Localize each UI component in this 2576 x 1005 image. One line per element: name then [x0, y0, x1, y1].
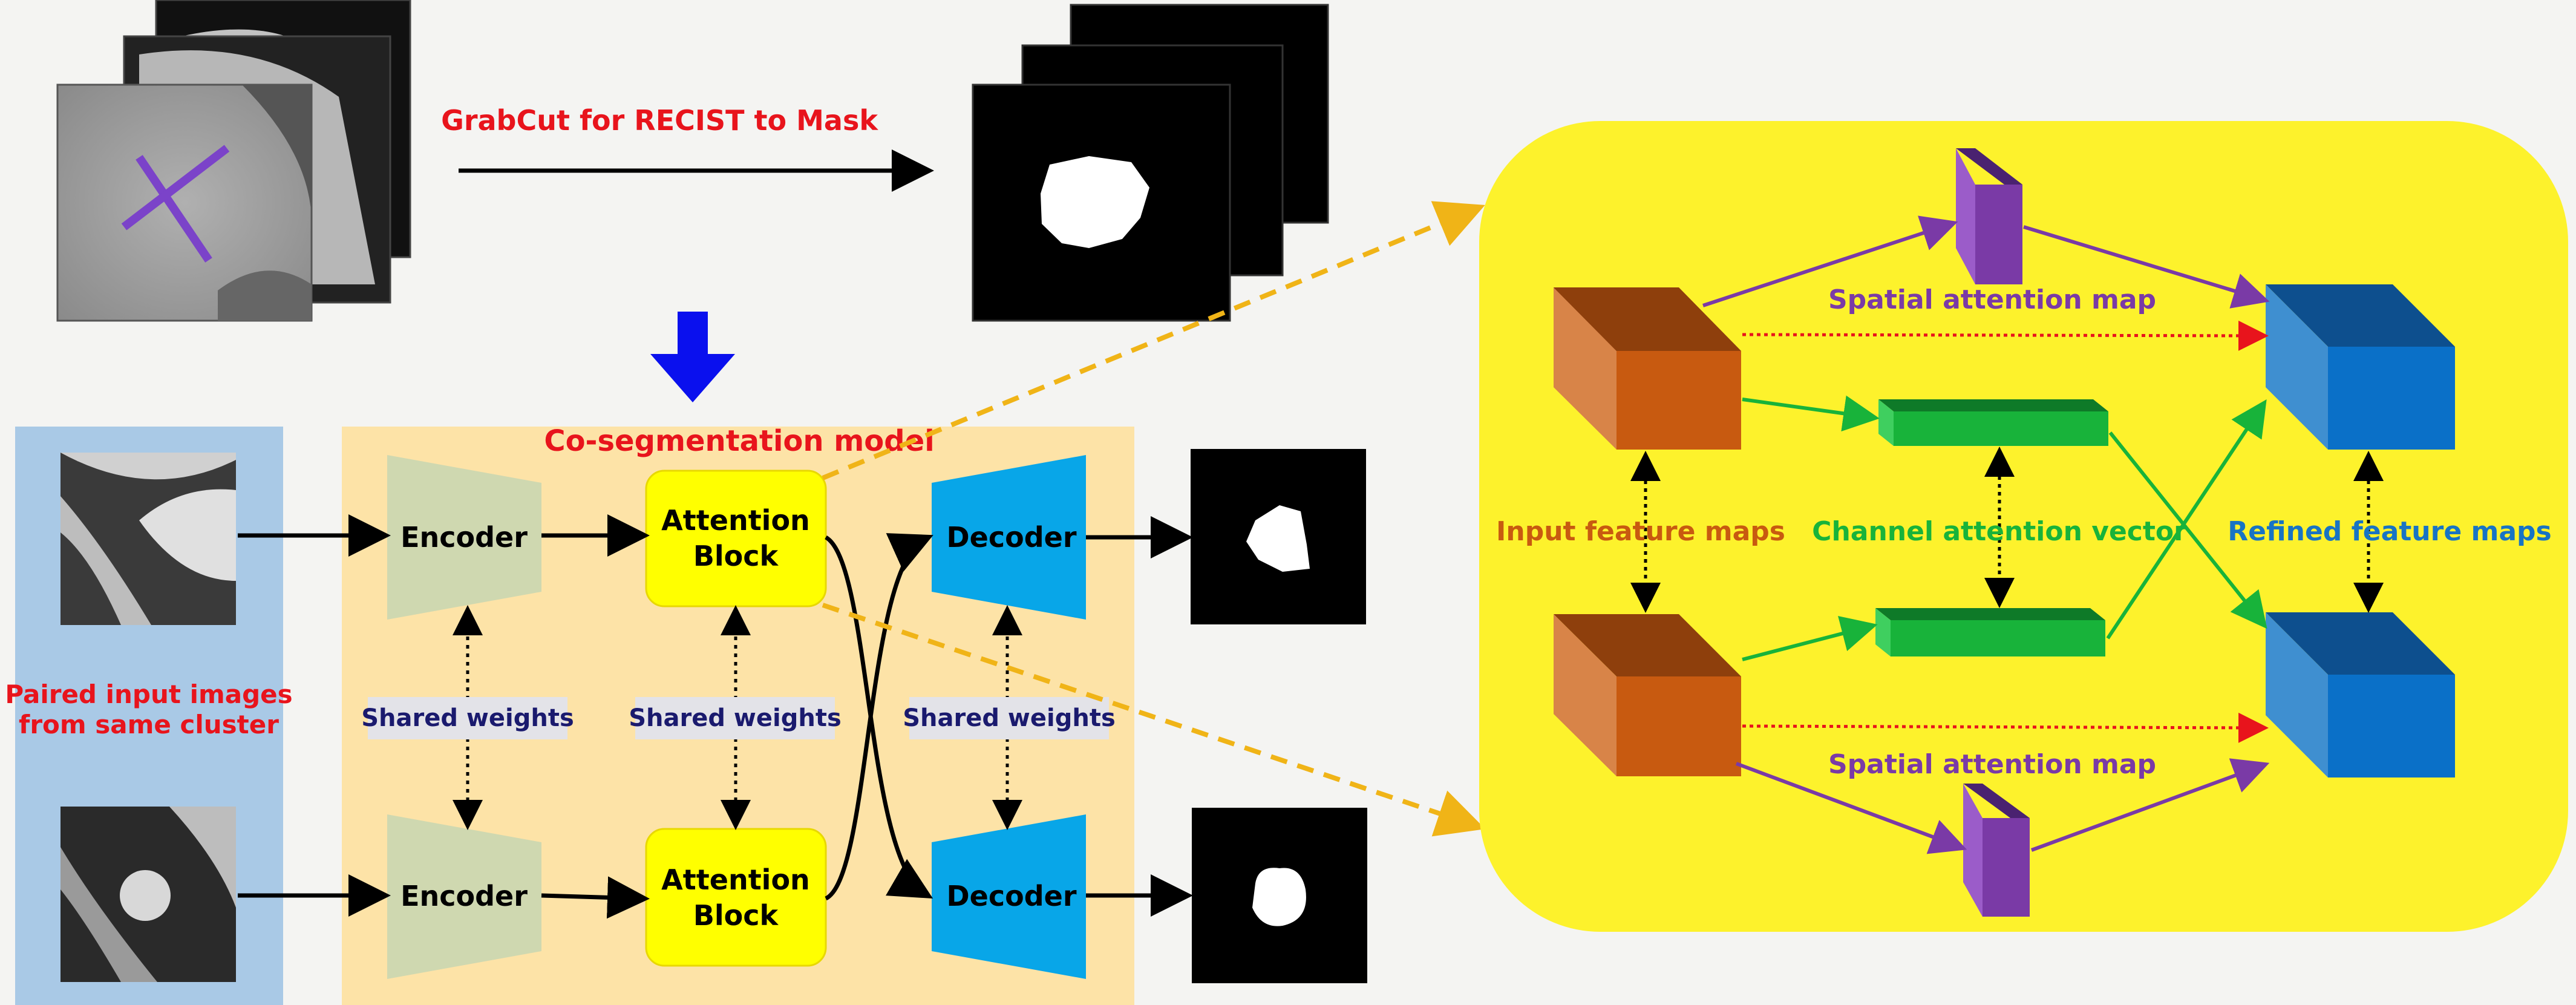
shared-weights-label-encoder: Shared weights: [361, 704, 574, 732]
decoder-top: [932, 455, 1086, 620]
attention-block-bottom: [645, 828, 827, 967]
spatial-map-label-top: Spatial attention map: [1828, 284, 2156, 315]
input-feature-maps-label: Input feature maps: [1496, 516, 1785, 547]
arrow-channel-bottom-to-refined-top: [2106, 399, 2267, 640]
co-segmentation-title: Co-segmentation model: [544, 424, 934, 458]
lesion-mask-blob: [1041, 156, 1149, 248]
channel-attention-vector-label: Channel attention vector: [1812, 516, 2187, 547]
arrow-encoder-to-attention-bottom: [541, 876, 650, 919]
input-caption-line1: Paired input images: [5, 679, 292, 709]
grabcut-label: GrabCut for RECIST to Mask: [441, 104, 878, 137]
arrow-input-bottom-to-channel: [1742, 616, 1878, 661]
channel-vector-top: [1878, 399, 2108, 446]
zoom-connector-bottom: [822, 603, 1486, 837]
encoder-bottom: [387, 814, 541, 979]
attention-bottom-line2: Block: [693, 899, 779, 932]
recist-line-long: [136, 155, 212, 263]
decoder-bottom: [932, 814, 1086, 979]
arrow-input-top-to-spatial: [1702, 215, 1958, 307]
spatial-map-label-bottom: Spatial attention map: [1828, 749, 2156, 780]
encoder-top: [387, 455, 541, 620]
arrow-spatial-top-to-refined: [2023, 225, 2270, 309]
zoom-connector-top: [822, 201, 1485, 480]
refined-feature-maps-label: Refined feature maps: [2228, 516, 2551, 547]
input-image-bottom: [60, 807, 236, 982]
attention-bottom-line1: Attention: [661, 863, 810, 896]
input-caption-line2: from same cluster: [19, 710, 279, 739]
shared-weights-badge-decoder: [909, 697, 1109, 739]
shared-weights-badge-encoder: [368, 697, 567, 739]
attention-top-line1: Attention: [661, 504, 810, 537]
ct-image-stack: [56, 0, 411, 322]
spatial-map-top: [1956, 148, 2022, 284]
refined-feature-cube-top: [2266, 284, 2455, 450]
decoder-bottom-label: Decoder: [946, 880, 1076, 912]
arrow-channel-top-to-refined-bottom: [2108, 431, 2267, 629]
attention-top-line2: Block: [693, 540, 779, 572]
decoder-top-label: Decoder: [946, 521, 1076, 554]
down-arrow-icon: [650, 312, 735, 402]
arrow-attention-bottom-to-decoder-top: [825, 533, 933, 901]
arrow-input-bottom-to-spatial: [1735, 762, 1967, 854]
input-feature-cube-top: [1554, 287, 1741, 450]
output-mask-bottom: [1192, 808, 1367, 983]
mask-image-stack: [972, 4, 1329, 322]
output-mask-top: [1191, 449, 1366, 624]
arrow-input-top-to-channel: [1742, 395, 1880, 432]
channel-vector-bottom: [1875, 608, 2105, 656]
spatial-map-bottom: [1963, 784, 2030, 917]
refined-feature-cube-bottom: [2266, 612, 2455, 777]
recist-line-short: [121, 145, 230, 231]
input-feature-cube-bottom: [1554, 614, 1741, 776]
input-image-top: [60, 453, 236, 625]
shared-weights-label-decoder: Shared weights: [903, 704, 1116, 732]
shared-weights-badge-attention: [635, 697, 835, 739]
shared-weights-label-attention: Shared weights: [629, 704, 842, 732]
encoder-bottom-label: Encoder: [400, 880, 528, 912]
arrow-spatial-bottom-to-refined: [2030, 758, 2270, 852]
encoder-top-label: Encoder: [400, 521, 528, 554]
attention-block-top: [645, 470, 827, 607]
